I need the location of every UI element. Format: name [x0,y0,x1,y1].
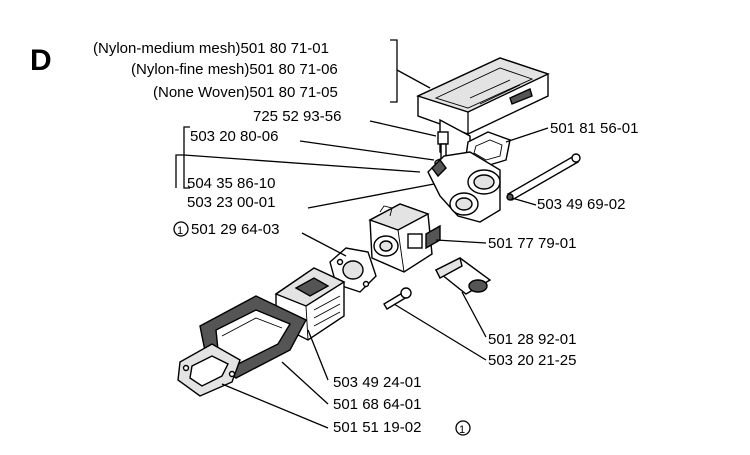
section-letter: D [30,44,52,77]
leader-screw [393,303,487,361]
sleeve-drawing [434,256,492,295]
carburetor-drawing [368,203,441,273]
leader-air-housing [307,329,329,381]
label-intake: 503 23 00-01 [187,194,275,211]
leader-intake [307,183,435,209]
label-flange-gasket: 501 51 19-02 [333,419,421,436]
stud-drawing [506,153,581,201]
washer-spacer-bracket [175,126,435,189]
intake-manifold-drawing [427,151,501,223]
leader-gasket-top [505,127,549,143]
label-carburetor: 501 77 79-01 [488,235,576,252]
label-spacer: 504 35 86-10 [187,175,275,192]
label-nylon-fine: (Nylon-fine mesh)501 80 71-06 [131,61,338,78]
label-sleeve: 501 28 92-01 [488,331,576,348]
flange-gasket-marker-circle [455,420,471,436]
label-none-woven: (None Woven)501 80 71-05 [153,84,338,101]
leader-rubber-boot [281,361,329,405]
leader-carb-gasket [301,232,347,257]
label-gasket-top: 501 81 56-01 [550,120,638,137]
label-washer: 503 20 80-06 [190,128,278,145]
label-air-housing: 503 49 24-01 [333,374,421,391]
label-stud: 503 49 69-02 [537,196,625,213]
leader-sleeve [461,291,487,338]
label-screw: 503 20 21-25 [488,352,576,369]
label-carb-gasket: 501 29 64-03 [191,221,279,238]
carb-gasket-marker: 1 [177,225,183,237]
leader-stud [511,197,537,206]
leader-carburetor [435,239,487,244]
screw-drawing [383,287,412,310]
carb-gasket-marker-circle [173,221,189,237]
filter-bracket [390,39,431,103]
label-nylon-medium: (Nylon-medium mesh)501 80 71-01 [93,40,329,57]
label-bolt: 725 52 93-56 [253,108,341,125]
flange-gasket-drawing [177,343,241,397]
flange-gasket-marker: 1 [459,424,465,436]
label-rubber-boot: 501 68 64-01 [333,396,421,413]
leader-bolt [369,120,437,137]
leader-flange-gasket [221,383,329,429]
